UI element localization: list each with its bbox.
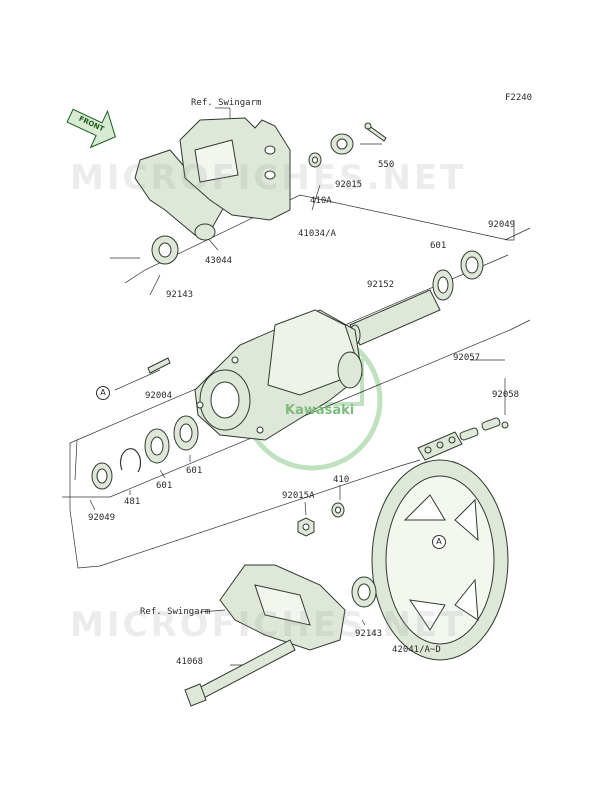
nut-92015A — [297, 517, 315, 537]
seal-92049-top — [460, 250, 484, 280]
callout-a-sprocket: A — [432, 535, 446, 549]
master-link-92058 — [459, 417, 509, 441]
bearing-601-low — [144, 428, 170, 464]
part-label-92152: 92152 — [367, 280, 395, 290]
figure-code: F2240 — [505, 93, 533, 103]
callout-a-left: A — [96, 386, 110, 400]
circlip-481 — [119, 448, 142, 473]
part-label-92004: 92004 — [145, 391, 173, 401]
part-label-410A: 410A — [310, 196, 332, 206]
swingarm-top — [134, 117, 291, 241]
part-label-41034A: 41034/A — [298, 229, 336, 239]
bearing-601-mid — [173, 415, 199, 451]
part-label-43044: 43044 — [205, 256, 233, 266]
front-arrow-icon — [66, 108, 116, 149]
part-label-92058: 92058 — [492, 390, 520, 400]
sprocket-42041 — [371, 459, 509, 661]
ref-swingarm-bottom: Ref. Swingarm — [140, 607, 211, 617]
watermark-text-top: MICROFICHES.NET — [70, 158, 467, 198]
part-label-601-mid: 601 — [186, 466, 203, 476]
part-label-410: 410 — [333, 475, 350, 485]
sleeve-92152 — [349, 289, 441, 346]
part-label-550: 550 — [378, 160, 395, 170]
ref-swingarm-top: Ref. Swingarm — [191, 98, 262, 108]
part-label-41068: 41068 — [176, 657, 204, 667]
watermark-text-bottom: MICROFICHES.NET — [70, 605, 467, 645]
explode-lines — [62, 107, 531, 666]
washer-410 — [331, 502, 345, 518]
part-label-92143-top: 92143 — [166, 290, 194, 300]
part-label-92143-low: 92143 — [355, 629, 383, 639]
part-label-601-top: 601 — [430, 241, 447, 251]
pin-550 — [364, 122, 387, 142]
seal-92049-low — [91, 462, 113, 490]
bearing-601-top — [432, 269, 454, 301]
part-label-92015: 92015 — [335, 180, 363, 190]
part-label-92049-low: 92049 — [88, 513, 116, 523]
part-label-92049-top: 92049 — [488, 220, 516, 230]
spacer-92143-low — [351, 576, 377, 608]
part-label-92015A: 92015A — [282, 491, 315, 501]
washer-92143-top — [151, 235, 179, 265]
washer-410A — [308, 152, 322, 168]
rear-hub-41034 — [194, 309, 363, 441]
part-label-481: 481 — [124, 497, 141, 507]
kawasaki-logo-text: Kawasaki — [285, 403, 355, 418]
stud-92004 — [147, 357, 171, 374]
swingarm-bottom — [219, 564, 346, 651]
part-label-601-low: 601 — [156, 481, 173, 491]
part-label-92057: 92057 — [453, 353, 481, 363]
axle-41068 — [184, 639, 296, 707]
part-label-42041: 42041/A~D — [392, 645, 441, 655]
chain-92057 — [417, 431, 463, 461]
collar-92015 — [330, 133, 354, 155]
